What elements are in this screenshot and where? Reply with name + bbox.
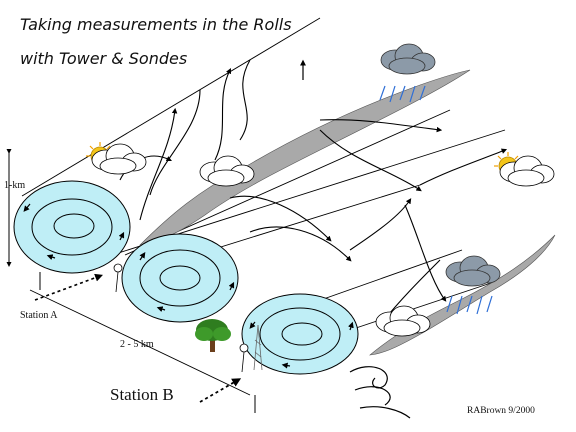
station-a-label: Station A [20,310,58,321]
roll-1 [13,180,131,274]
height-label: 1-km [4,180,25,191]
rain-cloud-right-icon [445,255,501,315]
title-line-1: Taking measurements in the Rolls [20,15,292,34]
title-line-2: with Tower & Sondes [20,49,187,68]
sonde-b-icon [239,343,249,373]
cumulus-small-1-icon [199,155,255,187]
flow-lines [119,59,508,326]
credit-label: RABrown 9/2000 [467,406,535,416]
height-indicator: 1-km [4,149,25,267]
station-a: Station A [20,263,123,321]
cumulus-small-2-icon [375,305,431,337]
rain-cloud-top-icon [379,43,436,103]
sonde-icon [113,263,123,293]
spacing-indicator: 2 - 5 km [39,272,256,413]
spacing-label: 2 - 5 km [120,339,154,350]
tree-icon [195,319,231,352]
wind-swirl-icon [349,366,411,419]
cloud-street-2 [369,234,556,356]
roll-3 [241,293,359,375]
sun-cloud-icon [86,142,147,175]
roll-circulation-arrows [23,203,354,369]
station-b-label: Station B [110,385,174,404]
roll-2 [121,233,239,323]
sun-cloud-right-icon [494,152,555,187]
tower-icon [253,324,263,371]
station-b: Station B [110,324,263,404]
